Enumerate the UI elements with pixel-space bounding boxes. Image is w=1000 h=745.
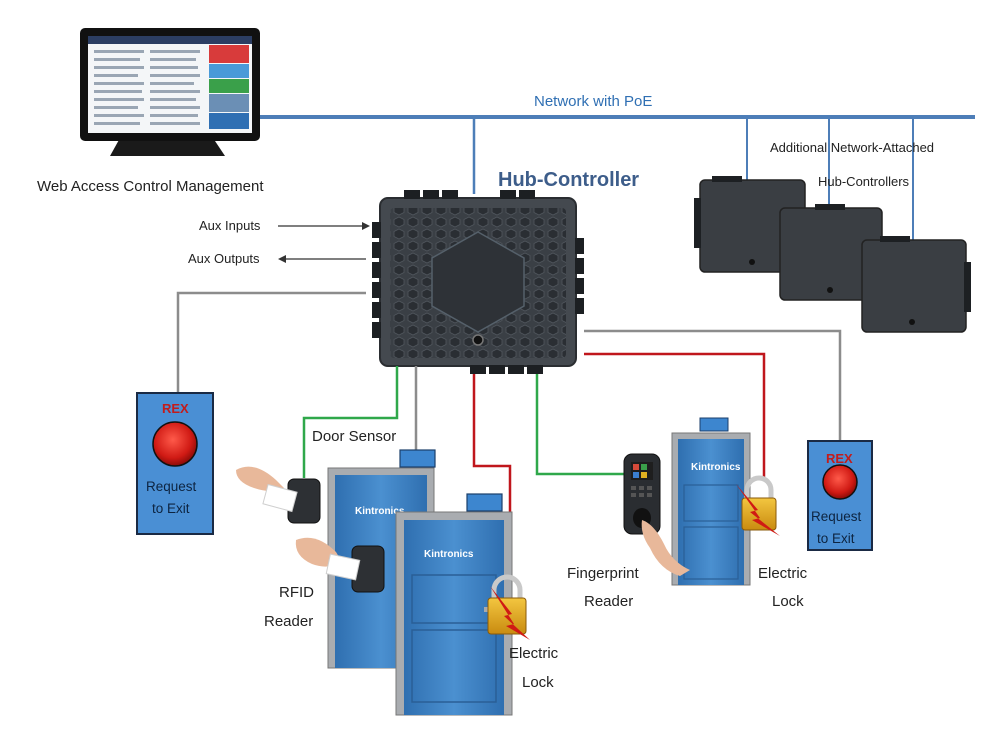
aux-inputs-label: Aux Inputs	[199, 218, 261, 233]
wire-rex-right	[584, 329, 842, 440]
rex-left-line2: to Exit	[152, 501, 190, 516]
additional-hubs-line2: Hub-Controllers	[818, 174, 910, 189]
hub-title: Hub-Controller	[498, 169, 639, 191]
fingerprint-line1: Fingerprint	[567, 565, 640, 582]
fingerprint-reader-icon	[623, 453, 690, 576]
door-right	[671, 417, 751, 586]
management-monitor	[80, 28, 260, 156]
lock-left-icon	[487, 574, 530, 640]
rex-right-line2: to Exit	[817, 531, 855, 546]
door-front-brand: Kintronics	[424, 549, 474, 560]
wire-fingerprint	[535, 374, 625, 476]
rfid-line1: RFID	[279, 584, 314, 601]
aux-inputs-arrowhead	[362, 222, 370, 230]
aux-outputs-label: Aux Outputs	[188, 251, 260, 266]
rfid-reader-1-icon	[236, 466, 321, 524]
management-label: Web Access Control Management	[37, 178, 264, 195]
network-label: Network with PoE	[534, 93, 652, 110]
aux-outputs-arrowhead	[278, 255, 286, 263]
rex-right-title: REX	[826, 451, 853, 466]
lock-left-line2: Lock	[522, 674, 554, 691]
rex-right-line1: Request	[811, 509, 862, 524]
lock-right-line1: Electric	[758, 565, 808, 582]
door-right-brand: Kintronics	[691, 462, 741, 473]
lock-right-line2: Lock	[772, 593, 804, 610]
wire-lock-right	[584, 352, 766, 478]
hub-controller	[372, 190, 584, 374]
extra-hub-3	[861, 236, 971, 333]
rfid-reader-2-icon	[295, 537, 385, 593]
door-back-brand: Kintronics	[355, 506, 405, 517]
additional-hubs-line1: Additional Network-Attached	[770, 140, 934, 155]
rex-left-title: REX	[162, 401, 189, 416]
wire-rfid	[302, 366, 399, 478]
wire-rex-left	[176, 291, 366, 392]
fingerprint-line2: Reader	[584, 593, 633, 610]
rex-left-line1: Request	[146, 479, 197, 494]
door-sensor-label: Door Sensor	[312, 428, 396, 445]
lock-left-line1: Electric	[509, 645, 559, 662]
lock-right-icon	[736, 475, 780, 536]
rex-left	[136, 392, 214, 535]
rfid-line2: Reader	[264, 613, 313, 630]
rex-right	[807, 440, 873, 551]
